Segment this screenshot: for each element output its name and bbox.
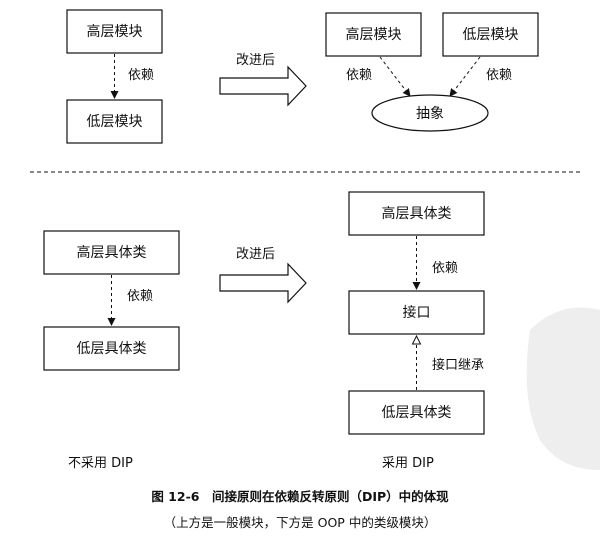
bottom-right-low-class-label: 低层具体类	[382, 405, 452, 421]
top-low-module-label: 低层模块	[87, 114, 143, 130]
top-depend-label: 依赖	[128, 68, 154, 83]
top-right-high-module-label: 高层模块	[346, 26, 402, 43]
top-right-low-module-box	[442, 12, 539, 57]
top-right-left-depend-arrow	[379, 56, 411, 97]
footer-left-label: 不采用 DIP	[68, 456, 133, 471]
inherit-label: 接口继承	[432, 357, 484, 373]
bottom-low-class-label: 低层具体类	[77, 341, 147, 357]
bottom-low-class-box	[43, 326, 180, 371]
bottom-improve-label: 改进后	[236, 247, 275, 262]
top-right-right-depend-arrow	[449, 56, 481, 97]
interface-box	[348, 290, 485, 335]
bottom-depend-label: 依赖	[127, 289, 153, 304]
top-right-depend-right-label: 依赖	[486, 68, 512, 83]
top-improve-label: 改进后	[236, 53, 275, 68]
top-right-low-module-label: 低层模块	[463, 27, 519, 43]
bottom-right-low-class-box	[348, 390, 485, 435]
bottom-right-high-class-label: 高层具体类	[382, 205, 452, 222]
abstraction-label: 抽象	[416, 106, 444, 122]
bottom-right-depend-label: 依赖	[432, 261, 458, 276]
footer-right-label: 采用 DIP	[382, 456, 434, 471]
figure-caption: 图 12-6 间接原则在依赖反转原则（DIP）中的体现	[151, 489, 449, 504]
interface-label: 接口	[403, 304, 431, 321]
figure-subcaption: （上方是一般模块，下方是 OOP 中的类级模块）	[163, 515, 437, 530]
bottom-right-high-class-box	[348, 191, 485, 236]
top-low-module-box	[66, 99, 163, 144]
watermark-logo	[526, 307, 600, 470]
bottom-high-class-label: 高层具体类	[77, 244, 147, 261]
bottom-improve-arrow	[219, 262, 307, 304]
abstraction-ellipse	[371, 94, 489, 132]
top-high-module-box	[66, 9, 163, 54]
top-right-depend-left-label: 依赖	[346, 68, 372, 83]
top-right-high-module-box	[325, 12, 422, 57]
top-high-module-label: 高层模块	[87, 23, 143, 40]
top-improve-arrow	[219, 65, 307, 107]
bottom-high-class-box	[43, 230, 180, 275]
